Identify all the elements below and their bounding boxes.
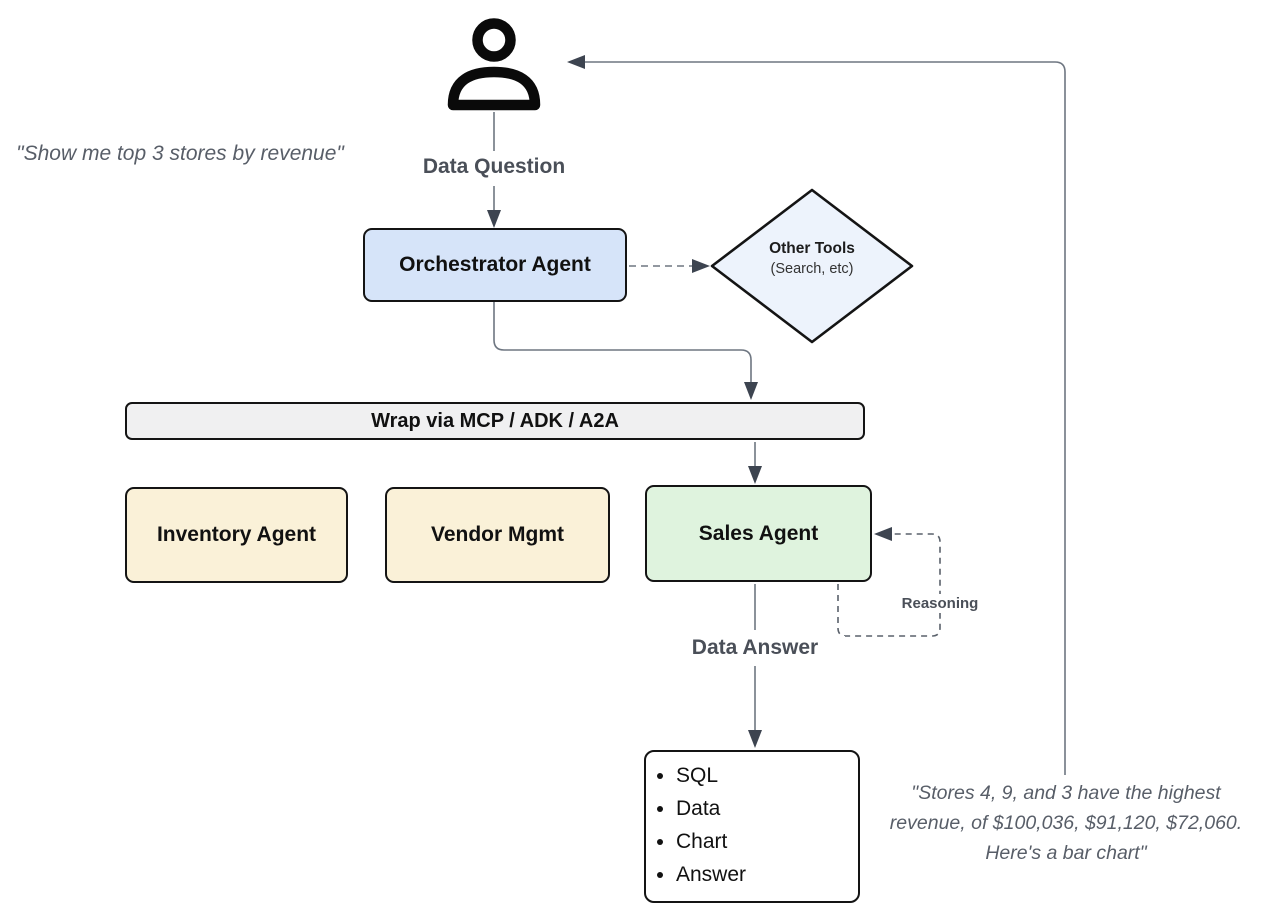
other-tools-diamond — [710, 188, 914, 344]
vendor-mgmt-node: Vendor Mgmt — [385, 487, 610, 583]
arrowhead-into-wrap-bar — [744, 382, 758, 400]
output-item-list: SQL Data Chart Answer — [646, 764, 858, 886]
orchestrator-agent-node: Orchestrator Agent — [363, 228, 627, 302]
output-item: Answer — [676, 863, 858, 886]
wrap-mcp-adk-a2a-bar: Wrap via MCP / ADK / A2A — [125, 402, 865, 440]
wrap-bar-label: Wrap via MCP / ADK / A2A — [371, 409, 619, 432]
other-tools-node: Other Tools (Search, etc) — [722, 240, 902, 277]
other-tools-title: Other Tools — [769, 240, 855, 257]
arrowhead-into-other-tools — [692, 259, 710, 273]
other-tools-subtitle: (Search, etc) — [770, 261, 854, 277]
user-question-quote: "Show me top 3 stores by revenue" — [16, 142, 344, 165]
arrowhead-into-user — [567, 55, 585, 69]
arrowhead-into-sales — [748, 466, 762, 484]
arrowhead-reasoning-into-sales — [874, 527, 892, 541]
arrowhead-into-output-box — [748, 730, 762, 748]
output-box: SQL Data Chart Answer — [644, 750, 860, 903]
connector-answer-to-user — [584, 61, 1066, 775]
agent-answer-quote: "Stores 4, 9, and 3 have the highest rev… — [889, 782, 1243, 864]
connector-reasoning-loop — [837, 533, 941, 637]
user-icon — [447, 18, 541, 111]
orchestrator-agent-label: Orchestrator Agent — [399, 253, 591, 276]
sales-agent-node: Sales Agent — [645, 485, 872, 582]
vendor-mgmt-label: Vendor Mgmt — [430, 523, 564, 546]
arrowhead-into-orchestrator — [487, 210, 501, 228]
connector-orchestrator-to-wrap-bar — [493, 302, 752, 382]
data-question-label: Data Question — [404, 155, 584, 179]
inventory-agent-label: Inventory Agent — [156, 523, 317, 546]
data-answer-label: Data Answer — [665, 636, 845, 660]
output-item: Chart — [676, 830, 858, 853]
reasoning-label: Reasoning — [892, 594, 988, 613]
output-item: Data — [676, 797, 858, 820]
sales-agent-label: Sales Agent — [698, 521, 819, 545]
inventory-agent-node: Inventory Agent — [125, 487, 348, 583]
output-item: SQL — [676, 764, 858, 787]
